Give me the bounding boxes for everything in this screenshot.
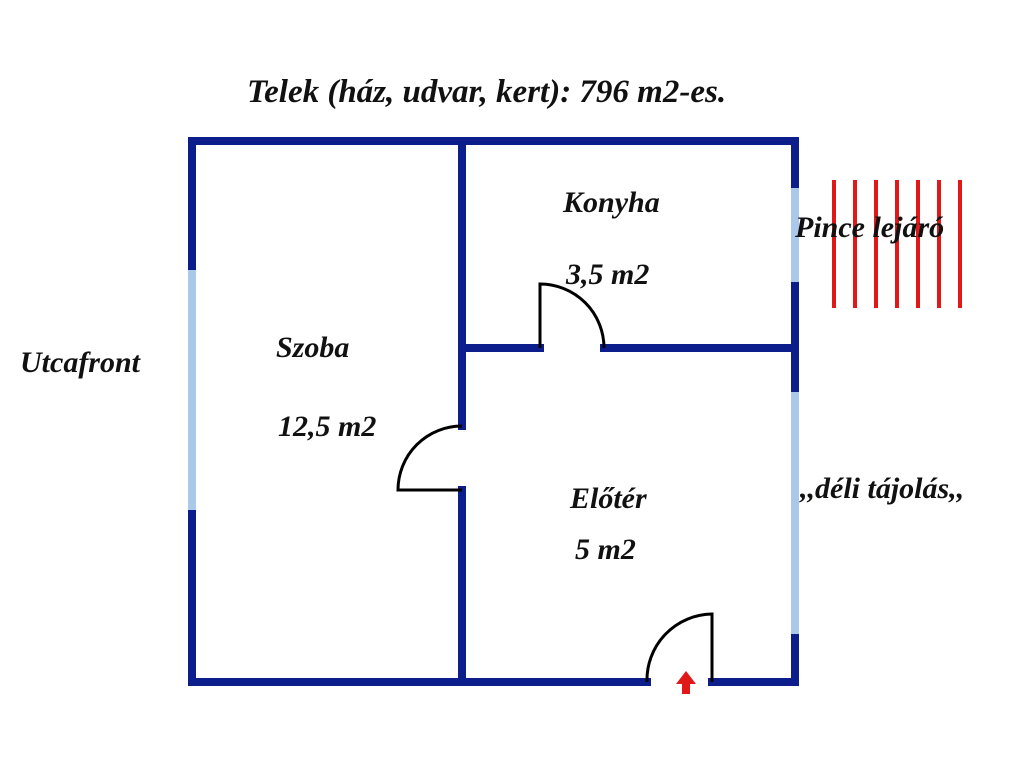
cellar-entrance-label: Pince lejáró <box>795 211 945 244</box>
room-name-szoba: Szoba <box>276 331 350 364</box>
room-area-konyha: 3,5 m2 <box>566 258 650 291</box>
page-title: Telek (ház, udvar, kert): 796 m2-es. <box>247 74 727 110</box>
room-name-konyha: Konyha <box>563 186 660 219</box>
door-kitchen <box>538 282 606 349</box>
windows <box>188 184 799 638</box>
room-name-eloter: Előtér <box>570 482 647 515</box>
room-area-szoba: 12,5 m2 <box>278 410 377 443</box>
walls <box>188 137 799 686</box>
door-room <box>396 424 463 492</box>
doors <box>396 282 714 683</box>
room-area-eloter: 5 m2 <box>575 533 636 566</box>
door-entrance <box>645 612 714 683</box>
street-front-label: Utcafront <box>20 346 140 379</box>
entrance-arrow-icon <box>676 671 696 694</box>
cellar-stairs <box>832 180 962 308</box>
orientation-label: ,,déli tájolás,, <box>800 472 965 505</box>
